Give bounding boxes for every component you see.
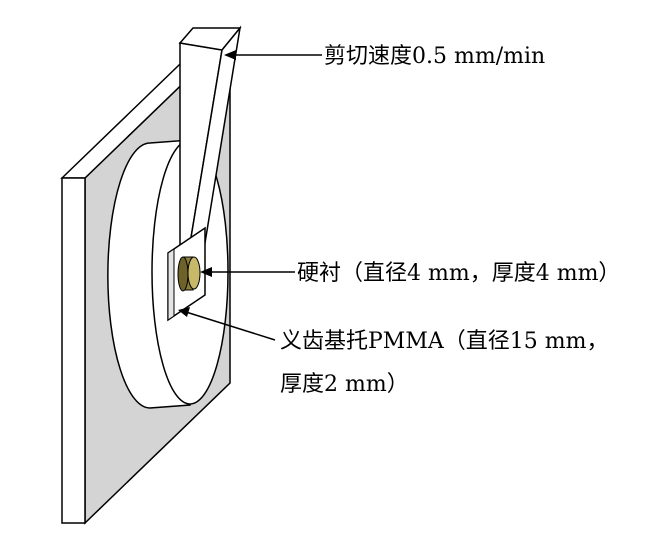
hard-liner-specimen (177, 256, 201, 292)
liner-back-rim (177, 256, 189, 292)
leader-arrows (178, 50, 322, 341)
plate-front-edge (61, 177, 86, 524)
arrow-hard-liner-head (200, 267, 212, 277)
label-shear-speed: 剪切速度0.5 mm/min (324, 44, 545, 69)
label-hard-liner: 硬衬（直径4 mm，厚度4 mm） (297, 261, 620, 286)
shear-blade (178, 25, 242, 293)
pmma-base-side (167, 248, 175, 321)
label-denture-base-line1: 义齿基托PMMA（直径15 mm， (280, 329, 608, 354)
arrow-shear-speed-head (224, 50, 236, 60)
arrow-pmma-line (185, 311, 276, 341)
arrow-pmma-head (178, 307, 190, 317)
label-denture-base-line2: 厚度2 mm） (280, 372, 409, 397)
liner-front-face (187, 256, 201, 290)
